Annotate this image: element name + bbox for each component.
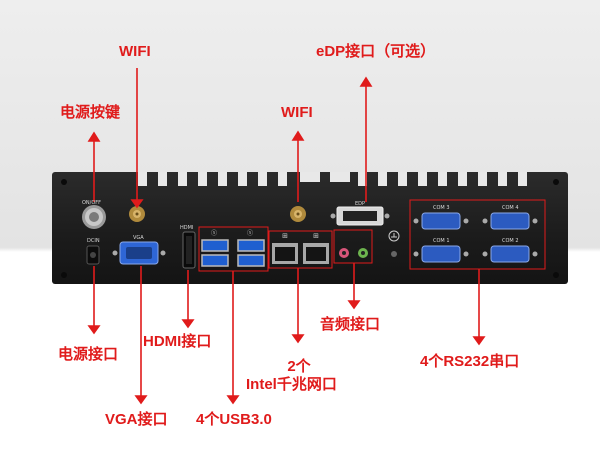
vga-port-graphic bbox=[112, 241, 166, 265]
hdmi-label: HDMI接口 bbox=[143, 333, 212, 350]
edp-connector-graphic bbox=[330, 206, 390, 226]
power-button-graphic bbox=[82, 205, 106, 229]
on-off-silk-label: ON/OFF bbox=[82, 200, 102, 206]
com-ports-graphic bbox=[413, 212, 538, 263]
vga-silk-label: VGA bbox=[133, 235, 144, 241]
intel-lan-label: Intel千兆网口 bbox=[246, 376, 337, 393]
callout-arrows bbox=[87, 68, 486, 405]
intel-count-label: 2个 bbox=[287, 358, 311, 375]
hdmi-silk-label: HDMI bbox=[180, 225, 194, 231]
ground-icon bbox=[388, 230, 400, 257]
svg-text:⊞: ⊞ bbox=[282, 232, 288, 240]
usb-ports-graphic: ⓢ ⓢ bbox=[201, 229, 265, 267]
com1-silk-label: COM 1 bbox=[433, 238, 450, 244]
usb-label: 4个USB3.0 bbox=[196, 411, 272, 428]
vga-label: VGA接口 bbox=[105, 411, 168, 428]
wifi-antenna-left bbox=[129, 206, 145, 222]
ethernet-ports-graphic: ⊞ ⊞ bbox=[272, 232, 329, 264]
svg-text:ⓢ: ⓢ bbox=[247, 229, 253, 237]
com3-silk-label: COM 3 bbox=[433, 205, 450, 211]
audio-jacks-graphic bbox=[339, 248, 368, 258]
com2-silk-label: COM 2 bbox=[502, 238, 519, 244]
screw-icon bbox=[553, 179, 559, 185]
device-rear-panel bbox=[52, 172, 568, 284]
dcin-silk-label: DCIN bbox=[87, 238, 100, 244]
edp-silk-label: EDP bbox=[355, 201, 366, 207]
power-button-label: 电源按键 bbox=[60, 104, 121, 121]
wifi-center-label: WIFI bbox=[281, 104, 313, 121]
svg-text:⊞: ⊞ bbox=[313, 232, 319, 240]
vent-slots bbox=[138, 172, 527, 186]
svg-text:ⓢ: ⓢ bbox=[211, 229, 217, 237]
screw-icon bbox=[61, 179, 67, 185]
hdmi-port-graphic bbox=[182, 231, 196, 269]
audio-label: 音频接口 bbox=[320, 316, 381, 333]
edp-label: eDP接口（可选） bbox=[316, 43, 436, 60]
rs232-label: 4个RS232串口 bbox=[420, 353, 520, 370]
screw-icon bbox=[61, 272, 67, 278]
dc-in-jack-graphic bbox=[86, 245, 100, 265]
power-port-label: 电源接口 bbox=[58, 346, 119, 363]
wifi-left-label: WIFI bbox=[119, 43, 151, 60]
com4-silk-label: COM 4 bbox=[502, 205, 519, 211]
screw-icon bbox=[553, 272, 559, 278]
wifi-antenna-center bbox=[290, 206, 306, 222]
